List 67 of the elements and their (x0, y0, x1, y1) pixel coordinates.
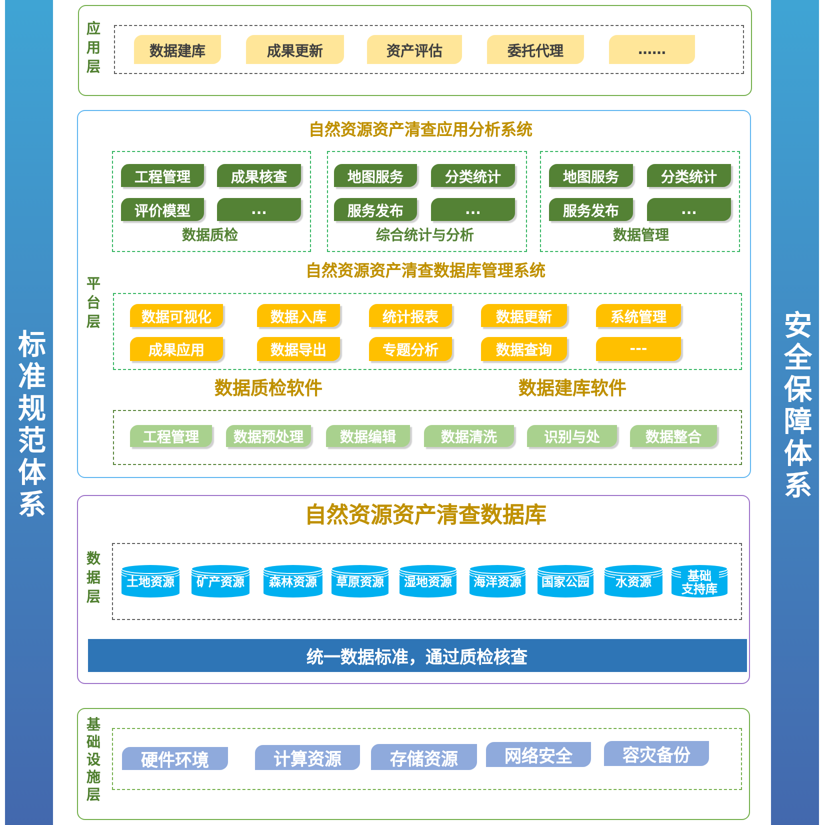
section-title: 自然资源资产清查数据库管理系统 (306, 261, 546, 280)
module-tile: 委托代理 (487, 35, 584, 64)
module-tile: ... (431, 198, 515, 221)
dashed-group (326, 150, 526, 252)
module-tile: 工程管理 (130, 425, 212, 447)
module-tile: 数据可视化 (130, 304, 223, 327)
band-title: 标准规范体系 (12, 329, 46, 521)
module-tile: 识别与处 (527, 425, 617, 447)
layer-label: 数据层 (83, 551, 100, 608)
module-tile: 计算资源 (255, 745, 360, 770)
layer-label: 应用层 (83, 21, 100, 78)
module-tile: --- (596, 337, 681, 361)
module-tile: 统计报表 (369, 304, 452, 327)
module-tile: 成果应用 (130, 337, 223, 361)
module-tile: 资产评估 (367, 35, 462, 64)
module-tile: 硬件环境 (122, 747, 228, 770)
module-tile: 网络安全 (486, 742, 591, 767)
section-title: 自然资源资产清查数据库 (304, 502, 546, 528)
layer-panel (78, 5, 752, 96)
module-tile: 数据整合 (630, 425, 717, 447)
module-tile: 服务发布 (549, 198, 633, 221)
group-label: 综合统计与分析 (376, 228, 474, 244)
layer-panel (77, 495, 750, 684)
dashed-group (540, 150, 740, 252)
group-label: 数据管理 (613, 228, 669, 244)
dashed-frame (112, 292, 742, 370)
module-tile: 数据查询 (481, 337, 567, 361)
module-tile: 分类统计 (647, 164, 731, 187)
module-tile: 数据清洗 (424, 425, 514, 447)
module-tile: 服务发布 (334, 198, 417, 221)
dashed-group (112, 150, 310, 252)
module-tile: 地图服务 (549, 164, 633, 187)
layer-label: 基础设施层 (83, 716, 100, 804)
layer-panel (77, 110, 751, 478)
dashed-frame (114, 24, 744, 74)
module-tile: 数据入库 (257, 304, 340, 327)
module-tile: 数据编辑 (326, 425, 410, 447)
module-tile: 成果更新 (246, 35, 344, 64)
module-tile: 系统管理 (596, 304, 681, 327)
module-tile: 容灾备份 (604, 741, 709, 766)
module-tile: 存储资源 (371, 744, 477, 770)
module-tile: 数据建库 (134, 35, 221, 64)
layer-label: 平台层 (83, 276, 100, 333)
module-tile: 数据预处理 (226, 425, 311, 447)
module-tile: 专题分析 (369, 337, 452, 361)
software-heading: 数据建库软件 (518, 379, 626, 400)
module-tile: ... (647, 198, 731, 221)
module-tile: 工程管理 (121, 164, 204, 187)
banner-bar: 统一数据标准，通过质检核查 (88, 638, 746, 672)
band-title: 安全保障体系 (778, 310, 812, 502)
dashed-frame (112, 728, 742, 790)
module-tile: 数据导出 (257, 337, 340, 361)
module-tile: 地图服务 (334, 164, 417, 187)
module-tile: …… (609, 35, 695, 64)
module-tile: ... (217, 198, 301, 221)
side-band (771, 0, 819, 825)
dashed-frame (112, 410, 742, 464)
side-band (5, 0, 53, 825)
group-label: 数据质检 (182, 228, 238, 244)
dashed-frame (112, 542, 742, 620)
module-tile: 评价模型 (121, 198, 204, 221)
module-tile: 数据更新 (481, 304, 567, 327)
module-tile: 分类统计 (431, 164, 515, 187)
layer-panel (77, 708, 750, 820)
module-tile: 成果核查 (217, 164, 301, 187)
software-heading: 数据质检软件 (214, 379, 322, 400)
section-title: 自然资源资产清查应用分析系统 (308, 120, 532, 139)
